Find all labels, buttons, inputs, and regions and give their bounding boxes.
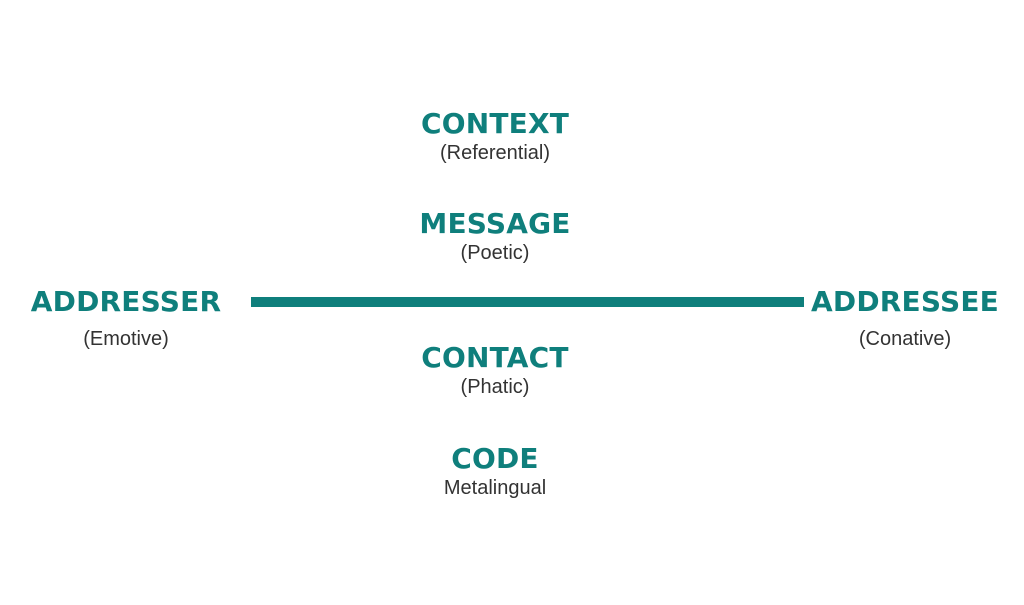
contact-subtitle: (Phatic) — [460, 376, 530, 398]
context-title: CONTEXT — [420, 107, 570, 140]
addressee-title: ADDRESSEE — [811, 285, 999, 318]
node-contact: CONTACT (Phatic) — [421, 342, 568, 399]
connection-line — [251, 297, 804, 307]
contact-title: CONTACT — [421, 341, 569, 374]
addressee-subtitle: (Conative) — [858, 328, 952, 350]
node-message: MESSAGE (Poetic) — [419, 208, 570, 265]
node-addressee: ADDRESSEE (Conative) — [811, 286, 999, 351]
message-subtitle: (Poetic) — [460, 242, 530, 264]
node-context: CONTEXT (Referential) — [421, 108, 569, 165]
code-subtitle: Metalingual — [443, 477, 547, 499]
addresser-subtitle: (Emotive) — [83, 328, 169, 350]
node-code: CODE Metalingual — [444, 443, 546, 500]
addresser-title: ADDRESSER — [30, 285, 222, 318]
code-title: CODE — [451, 442, 539, 475]
context-subtitle: (Referential) — [439, 142, 551, 164]
node-addresser: ADDRESSER (Emotive) — [31, 286, 221, 351]
message-title: MESSAGE — [419, 207, 571, 240]
